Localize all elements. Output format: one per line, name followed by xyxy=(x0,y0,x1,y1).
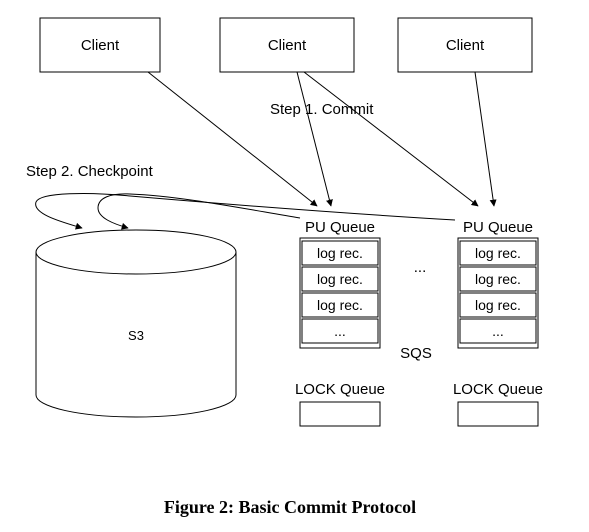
checkpoint-arrows xyxy=(35,193,456,230)
log-record: log rec. xyxy=(475,271,521,287)
lock-queue-1: LOCK Queue xyxy=(295,381,385,427)
step-commit-label: Step 1. Commit xyxy=(270,101,374,118)
client-box-3: Client xyxy=(397,17,533,73)
lock-queue-title: LOCK Queue xyxy=(453,381,543,398)
checkpoint-arrow xyxy=(35,193,456,230)
checkpoint-arrow xyxy=(97,193,301,230)
log-record: log rec. xyxy=(475,245,521,261)
pu-queue-title: PU Queue xyxy=(305,219,375,236)
commit-arrow xyxy=(474,71,497,207)
s3-label: S3 xyxy=(128,328,144,343)
log-record: ... xyxy=(334,323,346,339)
figure-caption: Figure 2: Basic Commit Protocol xyxy=(164,497,416,517)
commit-arrow xyxy=(303,71,479,207)
log-record: log rec. xyxy=(475,297,521,313)
pu-queue-title: PU Queue xyxy=(463,219,533,236)
sqs-label: SQS xyxy=(400,345,432,362)
lock-queue-title: LOCK Queue xyxy=(295,381,385,398)
log-record: log rec. xyxy=(317,245,363,261)
step-checkpoint-label: Step 2. Checkpoint xyxy=(26,163,154,180)
pu-queue-2: PU Queue log rec. log rec. log rec. ... xyxy=(457,219,539,349)
commit-arrow xyxy=(296,71,333,207)
client-label: Client xyxy=(81,37,120,54)
client-box-1: Client xyxy=(39,17,161,73)
log-record: log rec. xyxy=(317,297,363,313)
pu-queue-1: PU Queue log rec. log rec. log rec. ... xyxy=(299,219,381,349)
commit-arrows xyxy=(147,71,497,207)
commit-arrow xyxy=(147,71,318,207)
lock-queue-2: LOCK Queue xyxy=(453,381,543,427)
log-record: ... xyxy=(492,323,504,339)
s3-storage-cylinder: S3 xyxy=(35,229,237,418)
client-label: Client xyxy=(268,37,307,54)
client-label: Client xyxy=(446,37,485,54)
client-box-2: Client xyxy=(219,17,355,73)
log-record: log rec. xyxy=(317,271,363,287)
between-queues-ellipsis: ... xyxy=(414,259,427,276)
